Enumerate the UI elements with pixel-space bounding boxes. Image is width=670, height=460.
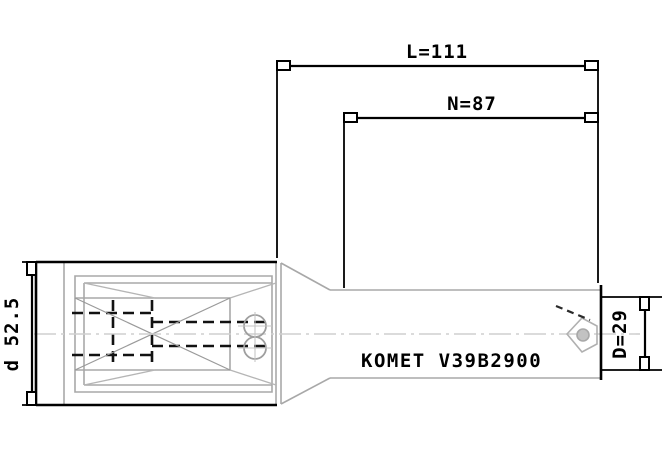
dimension-line-overall-length: [276, 60, 599, 71]
coolant-hole-crosshairs: [238, 312, 272, 362]
dimension-line-cutting-diameter: [639, 296, 650, 371]
dimension-line-shank-diameter: [26, 261, 37, 406]
tool-engraving-text: KOMET V39B2900: [361, 350, 542, 372]
dimension-label-usable-length: N=87: [447, 93, 497, 115]
dimension-line-usable-length: [343, 112, 599, 123]
extension-lines: [22, 60, 662, 406]
dimension-label-overall-length: L=111: [406, 41, 468, 63]
dimension-label-cutting-diameter: D=29: [609, 309, 631, 359]
body-edge-details: [83, 282, 277, 386]
dimension-label-shank-diameter: d 52.5: [1, 297, 23, 372]
tool-silhouette-heavy: [34, 260, 603, 407]
insert-pocket-tip: [565, 317, 598, 354]
insert-pocket-leader: [555, 304, 591, 322]
